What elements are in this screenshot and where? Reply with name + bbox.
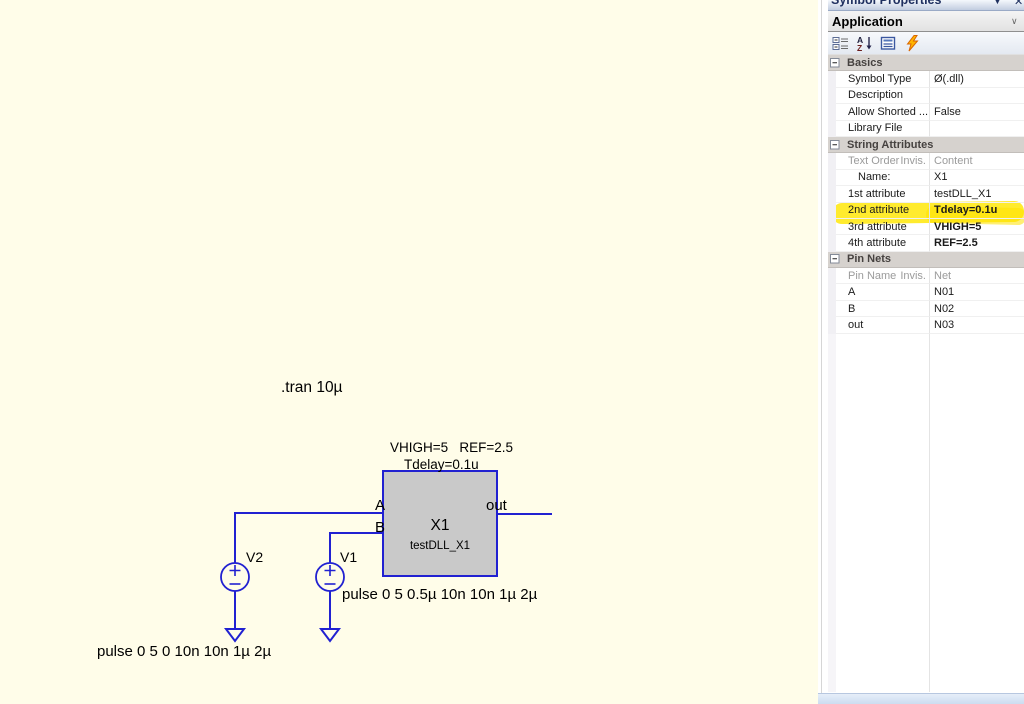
net-value[interactable]: N03 <box>930 317 1024 334</box>
schematic-canvas[interactable]: .tran 10µ VHIGH=5 REF=2.5 Tdelay=0.1u A … <box>0 0 818 704</box>
categorized-icon[interactable] <box>831 34 850 53</box>
ground-symbol-v2[interactable] <box>224 628 246 643</box>
component-refdes[interactable]: X1 <box>430 517 450 534</box>
svg-text:Z: Z <box>857 43 862 52</box>
property-value[interactable]: X1 <box>930 170 1024 187</box>
pin-name: A <box>848 286 856 299</box>
property-name: Description <box>848 89 904 102</box>
pin-label-b: B <box>375 519 386 536</box>
source-label-v1[interactable]: V1 <box>340 549 358 565</box>
section-label: Basics <box>847 56 883 69</box>
property-row-1st-attribute[interactable]: 1st attribute testDLL_X1 <box>828 186 1024 203</box>
column-header-text-order: Text Order <box>848 155 900 168</box>
column-header-row: Pin Name Invis. Net <box>828 268 1024 285</box>
net-value[interactable]: N01 <box>930 284 1024 301</box>
wire-v1-to-b[interactable] <box>329 532 383 563</box>
column-header-row: Text Order Invis. Content <box>828 153 1024 170</box>
panel-splitter[interactable] <box>821 0 822 704</box>
voltage-source-v2[interactable] <box>220 562 250 592</box>
column-header-content: Content <box>930 153 1024 170</box>
symbol-properties-panel: Symbol Properties ▼ ✕ Application ∨ A Z <box>828 0 1024 693</box>
svg-text:A: A <box>857 35 863 45</box>
pin-name: out <box>848 318 864 331</box>
collapse-minus-icon[interactable] <box>830 139 843 150</box>
property-row-allow-shorted[interactable]: Allow Shorted ... False <box>828 104 1024 121</box>
section-header-string-attributes[interactable]: String Attributes <box>828 136 1024 154</box>
panel-title: Symbol Properties <box>831 0 942 7</box>
net-value[interactable]: N02 <box>930 301 1024 318</box>
property-name: 1st attribute <box>848 187 906 200</box>
property-row-name[interactable]: Name: X1 <box>828 169 1024 187</box>
plus-sign-v1 <box>324 565 336 576</box>
collapse-minus-icon[interactable] <box>830 57 843 68</box>
section-label: Pin Nets <box>847 253 892 266</box>
pin-net-row-a[interactable]: A N01 <box>828 284 1024 301</box>
voltage-source-v1[interactable] <box>315 562 345 592</box>
spice-directive-tran[interactable]: .tran 10µ <box>281 379 343 396</box>
object-selector-bar[interactable]: Application ∨ <box>828 11 1024 32</box>
property-name: 3rd attribute <box>848 220 907 233</box>
property-name: Symbol Type <box>848 73 912 86</box>
plus-sign-v2 <box>229 565 241 576</box>
column-header-invis: Invis. <box>900 269 926 282</box>
property-name: 2nd attribute <box>848 204 910 217</box>
pin-label-out: out <box>486 497 507 514</box>
component-x1-body[interactable] <box>382 470 498 577</box>
property-value[interactable]: Ø(.dll) <box>930 71 1024 88</box>
pin-net-row-out[interactable]: out N03 <box>828 317 1024 334</box>
pin-label-a: A <box>375 497 386 514</box>
sort-az-icon[interactable]: A Z <box>855 34 874 53</box>
selected-object-label: Application <box>832 14 903 29</box>
panel-titlebar[interactable]: Symbol Properties ▼ ✕ <box>828 0 1024 11</box>
property-toolbar: A Z <box>828 32 1024 55</box>
ground-symbol-v1[interactable] <box>319 628 341 643</box>
column-header-invis: Invis. <box>900 155 926 168</box>
property-row-3rd-attribute[interactable]: 3rd attribute VHIGH=5 <box>828 218 1024 236</box>
property-value[interactable]: REF=2.5 <box>930 235 1024 252</box>
property-grid: Basics Symbol Type Ø(.dll) Description A… <box>828 55 1024 692</box>
panel-close-icon[interactable]: ✕ <box>1014 0 1024 8</box>
chevron-down-icon[interactable]: ∨ <box>1011 16 1018 26</box>
collapse-minus-icon[interactable] <box>830 254 843 264</box>
pulse-spec-v1[interactable]: pulse 0 5 0.5µ 10n 10n 1µ 2µ <box>342 586 538 603</box>
pulse-spec-v2[interactable]: pulse 0 5 0 10n 10n 1µ 2µ <box>97 643 272 660</box>
pin-net-row-b[interactable]: B N02 <box>828 300 1024 318</box>
property-value[interactable] <box>930 88 1024 105</box>
property-value[interactable]: Tdelay=0.1u <box>930 203 1024 219</box>
wire-v2-to-a[interactable] <box>234 512 383 563</box>
property-row-2nd-attribute-highlighted[interactable]: 2nd attribute Tdelay=0.1u <box>828 202 1024 219</box>
component-attr-tdelay[interactable]: Tdelay=0.1u <box>404 457 479 472</box>
pin-name: B <box>848 302 856 315</box>
property-name: Name: <box>858 171 891 184</box>
column-header-net: Net <box>930 268 1024 285</box>
property-value[interactable]: testDLL_X1 <box>930 186 1024 203</box>
section-label: String Attributes <box>847 138 934 151</box>
panel-bottom-strip <box>818 693 1024 704</box>
property-row-symbol-type[interactable]: Symbol Type Ø(.dll) <box>828 71 1024 88</box>
property-value[interactable]: False <box>930 104 1024 121</box>
property-value[interactable] <box>930 121 1024 137</box>
wires-and-symbols[interactable] <box>0 0 818 704</box>
property-row-4th-attribute[interactable]: 4th attribute REF=2.5 <box>828 235 1024 252</box>
panel-dropdown-icon[interactable]: ▼ <box>993 0 1002 6</box>
component-attr-vhigh-ref[interactable]: VHIGH=5 REF=2.5 <box>390 440 514 455</box>
section-header-basics[interactable]: Basics <box>828 55 1024 72</box>
section-header-pin-nets[interactable]: Pin Nets <box>828 251 1024 269</box>
property-row-library-file[interactable]: Library File <box>828 120 1024 137</box>
property-name: Allow Shorted ... <box>848 105 929 118</box>
property-pages-icon[interactable] <box>879 34 898 53</box>
property-grid-empty-area <box>828 333 1024 692</box>
lightning-icon[interactable] <box>903 34 922 53</box>
property-value[interactable]: VHIGH=5 <box>930 219 1024 236</box>
component-model-name[interactable]: testDLL_X1 <box>409 540 471 552</box>
source-label-v2[interactable]: V2 <box>246 549 264 565</box>
column-header-pin-name: Pin Name <box>848 269 897 282</box>
property-name: 4th attribute <box>848 236 907 249</box>
property-row-description[interactable]: Description <box>828 87 1024 105</box>
property-name: Library File <box>848 122 903 135</box>
